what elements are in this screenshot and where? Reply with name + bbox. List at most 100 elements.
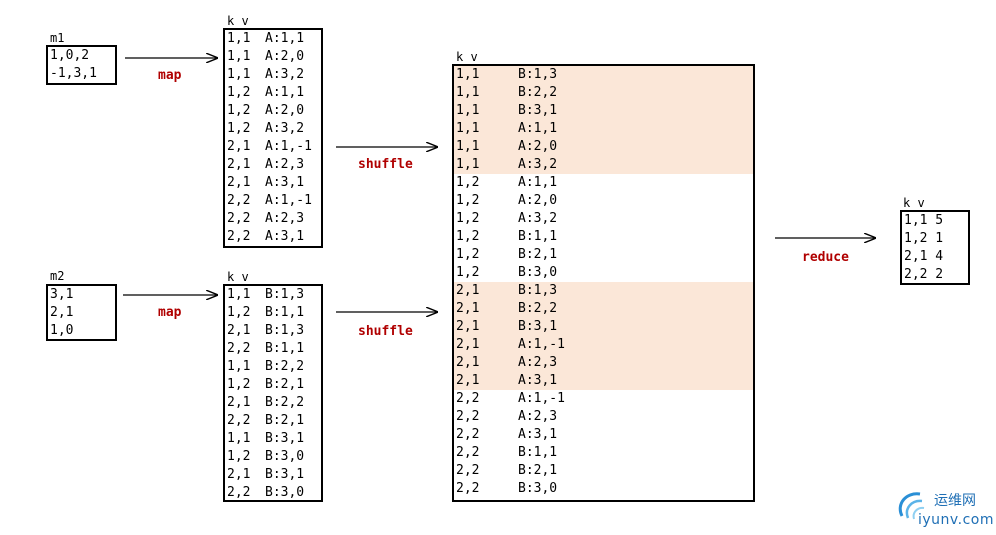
shuffle-row: 1,1 B:1,3 bbox=[454, 66, 753, 84]
shuffle-header: k v bbox=[456, 50, 478, 64]
row-value: B:3,0 bbox=[518, 265, 558, 280]
row-value: B:2,2 bbox=[265, 395, 305, 410]
row-value: A:3,2 bbox=[265, 67, 305, 82]
result-row: 1,2 1 bbox=[904, 231, 944, 246]
row-value: B:2,1 bbox=[265, 377, 305, 392]
row-key: 2,1 bbox=[456, 283, 480, 298]
row-key: 2,2 bbox=[227, 193, 251, 208]
row-value: A:1,-1 bbox=[518, 391, 565, 406]
map-label-bottom: map bbox=[158, 305, 182, 320]
row-key: 2,2 bbox=[456, 427, 480, 442]
row-value: B:1,3 bbox=[518, 283, 558, 298]
row-key: 1,1 bbox=[456, 139, 480, 154]
row-value: B:3,0 bbox=[265, 449, 305, 464]
row-key: 1,2 bbox=[227, 377, 251, 392]
watermark-url: iyunv.com bbox=[918, 512, 994, 528]
row-value: A:2,3 bbox=[265, 211, 305, 226]
row-value: B:3,0 bbox=[518, 481, 558, 496]
row-key: 2,1 bbox=[456, 355, 480, 370]
row-value: A:1,1 bbox=[265, 31, 305, 46]
result-row: 2,2 2 bbox=[904, 267, 944, 282]
row-key: 2,2 bbox=[456, 463, 480, 478]
row-key: 2,2 bbox=[456, 445, 480, 460]
shuffle-row: 2,1 B:2,2 bbox=[454, 300, 753, 318]
row-value: A:1,-1 bbox=[518, 337, 565, 352]
map2-row: 1,2 B:2,1 bbox=[225, 376, 321, 394]
row-key: 1,1 bbox=[227, 431, 251, 446]
row-value: A:3,2 bbox=[518, 211, 558, 226]
row-value: B:3,0 bbox=[265, 485, 305, 500]
m2-row: 2,1 bbox=[50, 305, 74, 320]
map1-row: 2,2 A:2,3 bbox=[225, 210, 321, 228]
row-value: A:1,-1 bbox=[265, 193, 312, 208]
row-key: 2,2 bbox=[456, 481, 480, 496]
row-key: 2,1 bbox=[456, 337, 480, 352]
row-value: A:3,1 bbox=[265, 175, 305, 190]
row-key: 1,2 bbox=[227, 305, 251, 320]
row-key: 2,2 bbox=[227, 211, 251, 226]
row-key: 1,1 bbox=[456, 121, 480, 136]
row-key: 1,1 bbox=[227, 31, 251, 46]
row-key: 2,2 bbox=[456, 409, 480, 424]
m2-title: m2 bbox=[50, 269, 65, 283]
row-value: B:3,1 bbox=[265, 467, 305, 482]
row-key: 2,1 bbox=[456, 301, 480, 316]
m1-row: 1,0,2 bbox=[50, 48, 90, 63]
row-value: A:1,1 bbox=[265, 85, 305, 100]
map1-row: 1,1 A:1,1 bbox=[225, 30, 321, 48]
row-key: 2,2 bbox=[227, 229, 251, 244]
row-value: B:3,1 bbox=[518, 319, 558, 334]
row-value: A:2,3 bbox=[265, 157, 305, 172]
result-row: 2,1 4 bbox=[904, 249, 944, 264]
row-value: B:2,1 bbox=[265, 413, 305, 428]
row-key: 2,1 bbox=[227, 467, 251, 482]
row-key: 1,2 bbox=[227, 85, 251, 100]
row-value: A:1,1 bbox=[518, 121, 558, 136]
row-value: A:2,0 bbox=[518, 193, 558, 208]
row-key: 1,2 bbox=[456, 247, 480, 262]
row-value: B:2,2 bbox=[265, 359, 305, 374]
row-value: B:1,3 bbox=[265, 287, 305, 302]
row-value: A:2,0 bbox=[265, 103, 305, 118]
watermark-logo-icon bbox=[898, 492, 925, 520]
row-key: 1,1 bbox=[456, 157, 480, 172]
row-key: 1,1 bbox=[456, 67, 480, 82]
row-key: 2,1 bbox=[227, 175, 251, 190]
row-key: 1,2 bbox=[227, 449, 251, 464]
reduce-label: reduce bbox=[802, 250, 849, 265]
row-value: B:2,2 bbox=[518, 301, 558, 316]
row-key: 2,2 bbox=[227, 413, 251, 428]
row-value: B:1,3 bbox=[265, 323, 305, 338]
row-value: B:1,3 bbox=[518, 67, 558, 82]
watermark-title: 运维网 bbox=[934, 493, 976, 509]
map2-header: k v bbox=[227, 270, 249, 284]
map-label-top: map bbox=[158, 68, 182, 83]
m2-row: 1,0 bbox=[50, 323, 74, 338]
row-value: A:1,-1 bbox=[265, 139, 312, 154]
row-value: B:1,1 bbox=[265, 305, 305, 320]
row-value: A:3,1 bbox=[518, 373, 558, 388]
shuffle-label-top: shuffle bbox=[358, 157, 413, 172]
row-value: A:2,3 bbox=[518, 409, 558, 424]
